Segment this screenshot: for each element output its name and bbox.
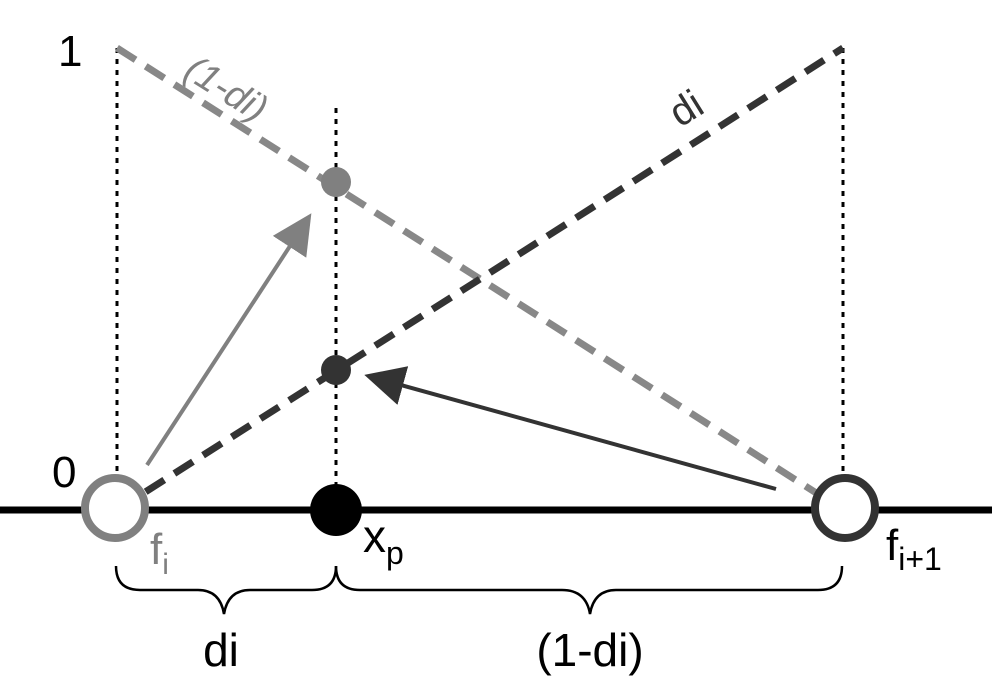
arrow-fi-to-upper-point xyxy=(145,213,312,467)
brace-left xyxy=(114,565,338,615)
label-one-minus-di-line: (1-di) xyxy=(177,48,274,131)
label-fi1-base: f xyxy=(886,521,899,570)
label-xp-base: x xyxy=(363,510,386,562)
weight-line-one-minus-di xyxy=(115,45,845,513)
upper-weight-point xyxy=(321,167,351,197)
arrow-fi1-to-lower-point xyxy=(364,366,777,491)
label-xp-sub: p xyxy=(386,535,404,571)
label-fi-base: f xyxy=(150,525,163,574)
brace-label-right: (1-di) xyxy=(536,624,643,676)
label-fi1: fi+1 xyxy=(886,521,942,577)
weight-line-di xyxy=(115,45,845,513)
label-di-line: di xyxy=(661,82,711,136)
label-zero: 0 xyxy=(52,448,76,497)
label-fi: fi xyxy=(150,525,169,581)
lower-weight-point xyxy=(321,355,351,385)
node-xp xyxy=(310,484,362,536)
brace-label-left: di xyxy=(203,624,239,676)
label-xp: xp xyxy=(363,510,404,571)
node-fi xyxy=(81,474,149,542)
brace-right xyxy=(334,565,844,615)
label-fi1-sub: i+1 xyxy=(898,541,942,577)
node-fi1 xyxy=(811,474,879,542)
label-fi-sub: i xyxy=(162,548,169,581)
label-one: 1 xyxy=(58,27,82,76)
